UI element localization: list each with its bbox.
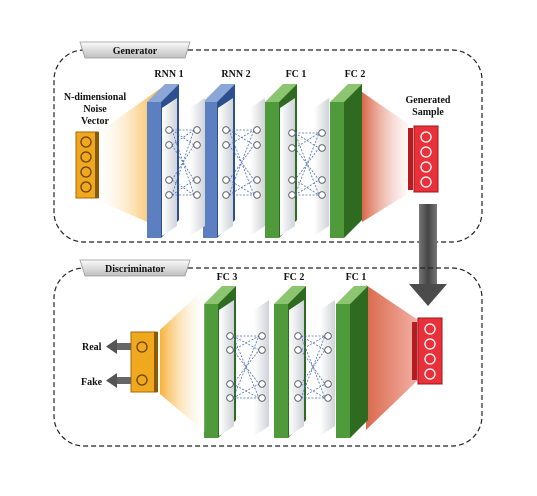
gen-layer-label-rnn1: RNN 1 xyxy=(154,69,183,80)
gen-layer-label-fc2: FC 2 xyxy=(345,69,366,80)
discriminator-input-funnel xyxy=(366,285,418,430)
noise-label-line-1: N-dimensional xyxy=(64,92,126,103)
disc-layer-fc1 xyxy=(336,286,368,438)
gen-layer-label-rnn2: RNN 2 xyxy=(221,69,250,80)
real-output-arrow xyxy=(106,339,131,354)
fake-output-arrow xyxy=(106,373,131,388)
discriminator-output-block xyxy=(130,331,158,393)
gen-layer-label-fc1: FC 1 xyxy=(286,69,307,80)
noise-label-line-3: Vector xyxy=(81,116,110,127)
generated-label-line-2: Sample xyxy=(412,107,444,118)
disc-connection-2 xyxy=(289,300,335,436)
gen-connection-3 xyxy=(280,98,329,236)
gen-layer-fc2 xyxy=(330,84,362,238)
noise-vector-block xyxy=(75,131,99,199)
disc-layer-label-fc2: FC 2 xyxy=(284,272,305,283)
real-label: Real xyxy=(82,342,102,353)
disc-layer-label-fc3: FC 3 xyxy=(217,272,238,283)
gen-connection-2 xyxy=(218,98,265,236)
generator-frame xyxy=(53,49,483,243)
discriminator-title: Discriminator xyxy=(105,264,166,275)
disc-connection-1 xyxy=(219,300,269,436)
generated-output-funnel xyxy=(362,92,414,222)
generator-to-discriminator-arrow xyxy=(409,204,447,306)
noise-label-line-2: Noise xyxy=(83,104,107,115)
generated-sample-block xyxy=(408,125,439,193)
gen-connection-1 xyxy=(162,98,205,236)
noise-input-funnel xyxy=(97,88,161,228)
generator-title: Generator xyxy=(113,46,158,57)
discriminator-input-sample-block xyxy=(412,317,443,385)
generator-tab: Generator xyxy=(79,41,191,59)
generated-label-line-1: Generated xyxy=(406,95,451,106)
disc-layer-label-fc1: FC 1 xyxy=(346,272,367,283)
fake-label: Fake xyxy=(81,377,103,388)
discriminator-frame xyxy=(53,267,483,447)
discriminator-tab: Discriminator xyxy=(79,259,191,277)
discriminator-output-funnel xyxy=(160,288,205,432)
